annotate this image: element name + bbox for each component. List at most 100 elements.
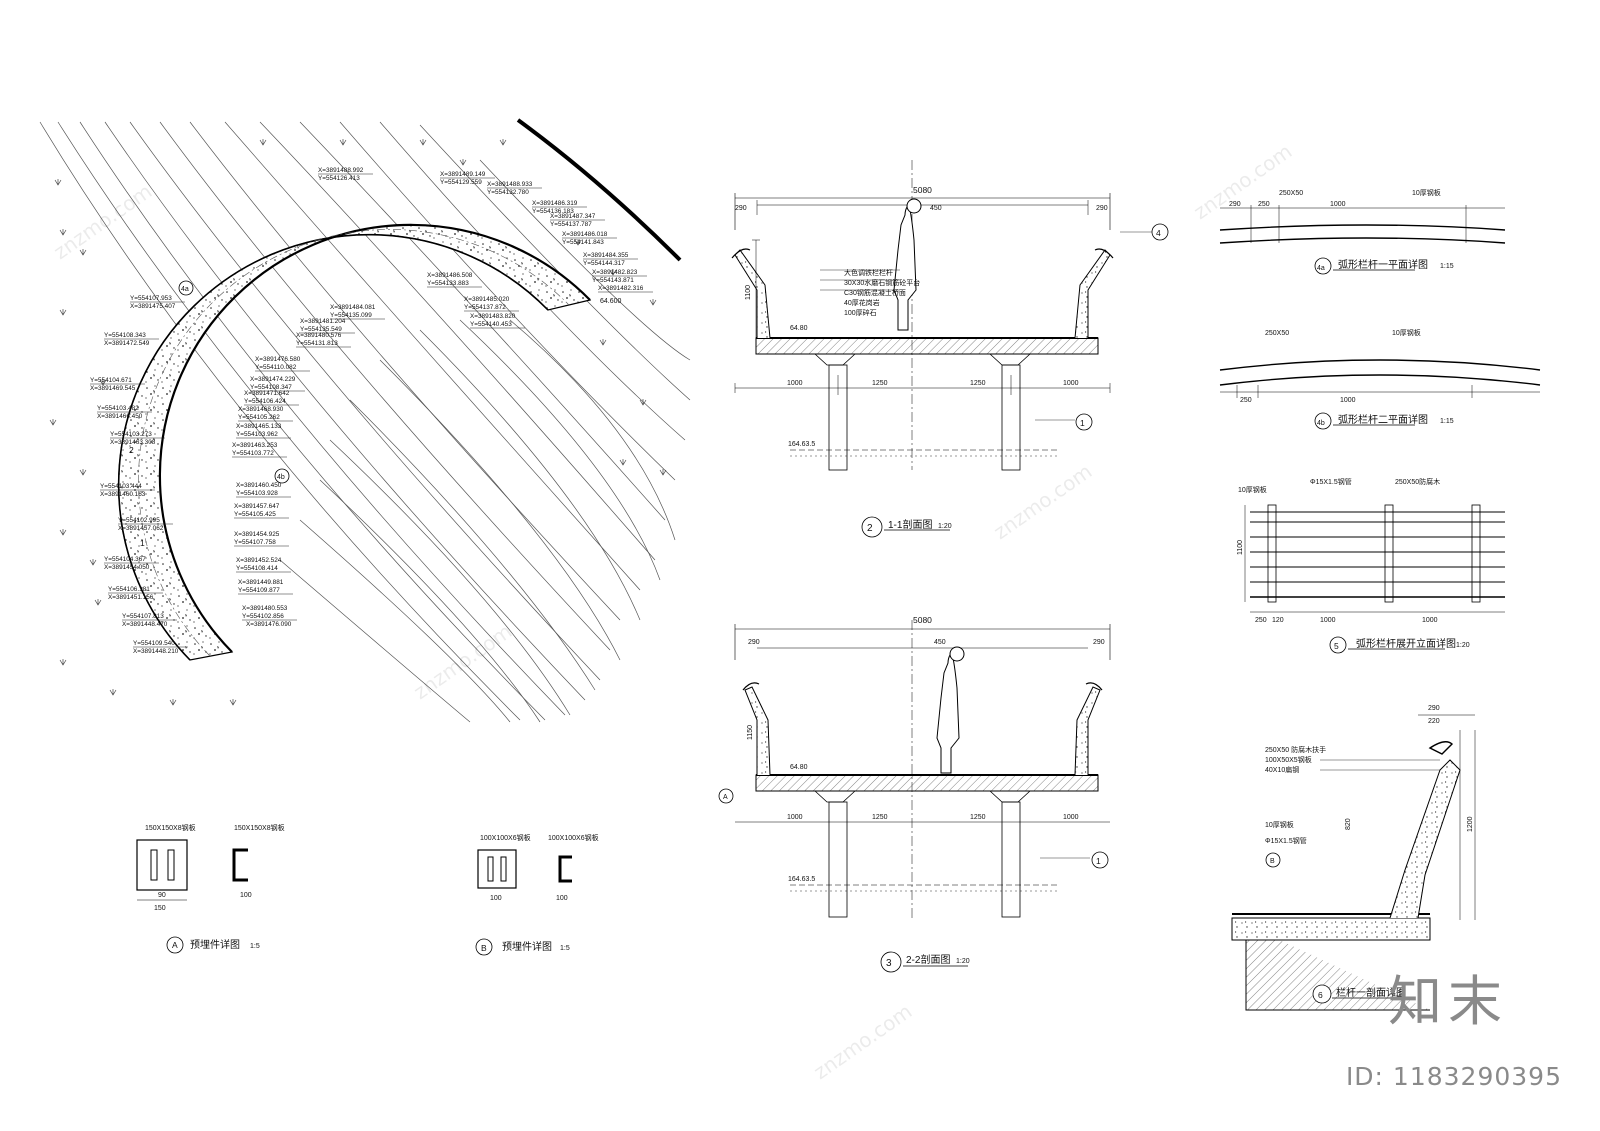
plan-markers: 2 1 4a 4b 64.600 bbox=[129, 280, 622, 548]
s1-level-water: 164.63.5 bbox=[788, 441, 815, 448]
s1-dim-b4: 1000 bbox=[1063, 380, 1079, 387]
coordinate-label: Y=554106.424 bbox=[244, 398, 286, 405]
coordinate-label: X=3891484.081 bbox=[330, 304, 376, 311]
s1-dim-b2: 1250 bbox=[872, 380, 888, 387]
detA-dim-1: 90 bbox=[158, 892, 166, 899]
det5-dim-0: 250 bbox=[1255, 617, 1267, 624]
detail-6 bbox=[1231, 714, 1476, 1011]
det6-ref: 6 bbox=[1318, 990, 1323, 1000]
detail-a bbox=[136, 839, 248, 954]
s1-dim-height: 1100 bbox=[745, 285, 752, 300]
detail-6-text: 290 220 1200 820 250X50 防腐木扶手 100X50X5钢板… bbox=[1265, 705, 1474, 1000]
det6-note-3: 10厚钢板 bbox=[1265, 820, 1294, 829]
coordinate-label: X=3891452.524 bbox=[236, 557, 282, 564]
det4b-dim-1: 250 bbox=[1240, 397, 1252, 404]
inner-railing-line bbox=[117, 233, 549, 661]
watermark-site: znzmo.com bbox=[409, 619, 516, 704]
det4a-dim-1: 290 bbox=[1229, 201, 1241, 208]
coordinate-label: X=3891457.062 bbox=[118, 525, 164, 532]
det5-ref: 5 bbox=[1334, 641, 1339, 651]
coordinate-label: X=3891483.820 bbox=[470, 313, 516, 320]
detail-a-text: 150X150X8钢板 150X150X8钢板 150 90 100 A 预埋件… bbox=[145, 823, 285, 951]
coordinate-label: X=3891451.156 bbox=[108, 594, 154, 601]
coordinate-label: Y=554108.343 bbox=[104, 332, 146, 339]
coordinate-label: Y=554131.813 bbox=[296, 340, 338, 347]
s1-note-1: 30X30水磨石钢筋砼平台 bbox=[844, 278, 920, 287]
road-edge bbox=[516, 118, 682, 262]
detB-ref: B bbox=[481, 943, 487, 953]
coordinate-label: Y=554105.425 bbox=[234, 511, 276, 518]
coordinate-label: Y=554108.414 bbox=[236, 565, 278, 572]
coordinate-label: Y=554110.082 bbox=[255, 364, 297, 371]
coordinate-label: Y=554132.780 bbox=[487, 189, 529, 196]
s2-dim-b2: 1250 bbox=[872, 814, 888, 821]
det4a-dim-2: 250 bbox=[1258, 201, 1270, 208]
coordinate-label: Y=554103.444 bbox=[100, 483, 142, 490]
det5-title: 弧形栏杆展开立面详图 bbox=[1356, 637, 1456, 650]
coordinate-label: X=3891481.204 bbox=[300, 318, 346, 325]
detA-note1: 150X150X8钢板 bbox=[145, 823, 196, 832]
detail-4a bbox=[1219, 205, 1506, 275]
coordinate-label: X=3891486.319 bbox=[532, 200, 578, 207]
coordinate-label: Y=554129.559 bbox=[440, 179, 482, 186]
watermark-site: znzmo.com bbox=[1189, 139, 1296, 224]
s2-level-water: 164.63.5 bbox=[788, 876, 815, 883]
coordinate-label: X=3891488.933 bbox=[487, 181, 533, 188]
center-line bbox=[138, 229, 570, 657]
s1-dim-b3: 1250 bbox=[970, 380, 986, 387]
coordinate-label: X=3891486.018 bbox=[562, 231, 608, 238]
coordinate-label: Y=554109.877 bbox=[238, 587, 280, 594]
det5-dim-2: 1000 bbox=[1320, 617, 1336, 624]
coordinate-label: X=3891469.545 bbox=[90, 385, 136, 392]
outer-railing-line bbox=[158, 223, 591, 653]
det6-note-4: Φ15X1.5钢管 bbox=[1265, 836, 1307, 845]
det4b-ref: 4b bbox=[1317, 420, 1325, 427]
det5-dim-4: 1100 bbox=[1237, 540, 1244, 555]
coordinate-label: X=3891449.881 bbox=[238, 579, 284, 586]
det4b-title: 弧形栏杆二平面详图 bbox=[1338, 413, 1428, 426]
coordinate-label: Y=554103.962 bbox=[236, 431, 278, 438]
coordinate-label: Y=554137.872 bbox=[464, 304, 506, 311]
s2-dim-b1: 1000 bbox=[787, 814, 803, 821]
det4a-scale: 1:15 bbox=[1440, 263, 1454, 270]
coordinate-label: Y=554143.871 bbox=[592, 277, 634, 284]
s1-sub-ref: 1 bbox=[1080, 418, 1085, 428]
coordinate-label: X=3891468.930 bbox=[238, 406, 284, 413]
watermark-site: znzmo.com bbox=[989, 459, 1096, 544]
det5-dim-1: 120 bbox=[1272, 617, 1284, 624]
coordinate-label: X=3891488.992 bbox=[318, 167, 364, 174]
section-1-1 bbox=[731, 160, 1169, 538]
det4b-scale: 1:15 bbox=[1440, 418, 1454, 425]
detail-b bbox=[475, 849, 572, 956]
coordinate-label: Y=554103.273 bbox=[110, 431, 152, 438]
coordinate-label: X=3891484.355 bbox=[583, 252, 629, 259]
coordinate-label: Y=554108.347 bbox=[250, 384, 292, 391]
det6-dim-9: 820 bbox=[1345, 818, 1352, 830]
coordinate-label: X=3891472.549 bbox=[104, 340, 150, 347]
coordinate-label: Y=554103.772 bbox=[232, 450, 274, 457]
det6-note-0: 250X50 防腐木扶手 bbox=[1265, 745, 1326, 754]
s1-note-2: C30钢筋混凝土桥面 bbox=[844, 288, 906, 297]
coordinate-leaders bbox=[90, 173, 653, 648]
coordinate-label: Y=554136.183 bbox=[532, 208, 574, 215]
det6-dim-1: 220 bbox=[1428, 718, 1440, 725]
coordinate-label: Y=554141.843 bbox=[562, 239, 604, 246]
detail-4b-text: 250X50 250 1000 10厚钢板 4b 弧形栏杆二平面详图 1:15 bbox=[1240, 328, 1454, 427]
s2-scale: 1:20 bbox=[956, 958, 970, 965]
detA-dim-0: 150 bbox=[154, 905, 166, 912]
coordinate-label: Y=554104.367 bbox=[104, 556, 146, 563]
coordinate-label: X=3891463.253 bbox=[232, 442, 278, 449]
coordinate-label: Y=554106.181 bbox=[108, 586, 150, 593]
s1-dim-side-l: 290 bbox=[735, 205, 747, 212]
s2-dim-mid: 450 bbox=[934, 639, 946, 646]
s1-note-4: 100厚碎石 bbox=[844, 308, 877, 317]
detail-4b bbox=[1219, 359, 1541, 430]
coordinate-label: X=3891463.308 bbox=[110, 439, 156, 446]
s1-note-0: 大色调铁栏栏杆 bbox=[844, 268, 893, 277]
coordinate-label: X=3891486.508 bbox=[427, 272, 473, 279]
coordinate-label: Y=554137.787 bbox=[550, 221, 592, 228]
coordinate-label: X=3891485.020 bbox=[464, 296, 510, 303]
coordinate-label: Y=554144.317 bbox=[583, 260, 625, 267]
detA-title: 预埋件详图 bbox=[190, 938, 240, 951]
